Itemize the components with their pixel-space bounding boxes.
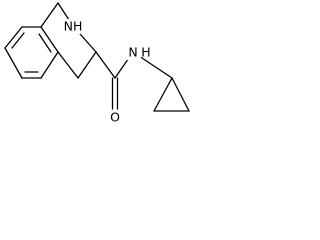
ring-nitrogen-label: NH — [64, 19, 83, 34]
carbonyl-oxygen-mask — [108, 110, 122, 125]
bond-c8a-c1 — [40, 2, 59, 28]
amide-hydrogen-label: H — [141, 45, 150, 60]
ring-nitrogen-mask — [63, 19, 83, 34]
tetrahydro-ring — [40, 2, 97, 79]
amide-nitrogen-label: N — [128, 45, 137, 60]
benzene-ring — [4, 26, 59, 79]
cyclopropyl-ring — [153, 77, 190, 112]
atom-labels: NH N H O — [63, 19, 151, 125]
double-bond-c8-c7 — [11, 32, 25, 49]
bond-cp3-cp1 — [171, 77, 190, 112]
bond-cp1-cp2 — [153, 77, 173, 112]
bond-c3-c4 — [77, 51, 97, 79]
carbonyl-oxygen-label: O — [110, 110, 120, 125]
bond-c3-carbonyl — [95, 51, 116, 79]
double-bond-c4a-c8a — [38, 33, 52, 53]
bond-c8-c7 — [4, 26, 23, 49]
bond-c4a-c8a — [40, 26, 59, 53]
chemical-structure-diagram: NH N H O — [4, 2, 190, 125]
bond-c5-c4a — [40, 51, 59, 79]
amide-nitrogen-mask — [125, 45, 141, 60]
carboxamide-group — [95, 51, 173, 110]
bond-c4-c4a — [57, 51, 79, 79]
bond-c7-c6 — [4, 47, 23, 79]
